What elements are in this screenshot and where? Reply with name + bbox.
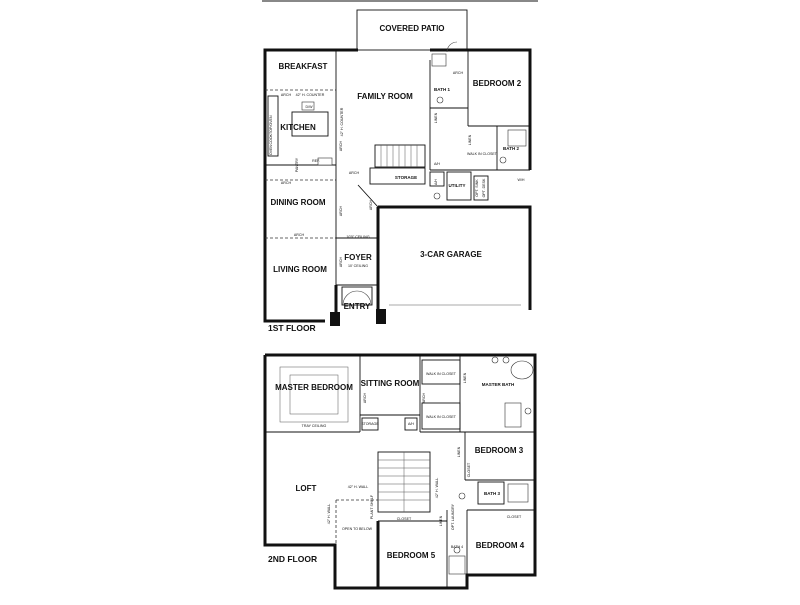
plant-shelf-label: PLANT SHELF	[370, 494, 374, 519]
tub-bath2	[507, 129, 527, 147]
walk-in-closet-label: WALK IN CLOSET	[426, 415, 457, 419]
w-h-label: W/H	[518, 178, 525, 182]
arch-label: ARCH	[349, 171, 360, 175]
second-floor-plan	[263, 353, 537, 590]
arch-label: ARCH	[339, 206, 343, 217]
first-floor-plan	[263, 9, 532, 326]
dining-room-label: DINING ROOM	[270, 198, 325, 207]
foyer-ceiling-label: 10' CEILING	[348, 264, 368, 268]
stairs-second-floor	[377, 451, 431, 513]
linen-label: LINEN	[434, 112, 438, 123]
linen-label: LINEN	[468, 134, 472, 145]
arch-label: ARCH	[281, 181, 292, 185]
dw-label: D/W	[306, 105, 314, 109]
storage-label: STORAGE	[361, 422, 379, 426]
closet-label: CLOSET	[397, 517, 412, 521]
linen-label: LINEN	[439, 515, 443, 526]
tray-ceiling-outer	[279, 366, 349, 423]
arch-label: ARCH	[369, 200, 373, 211]
closet-label: CLOSET	[507, 515, 522, 519]
sitting-room-label: SITTING ROOM	[361, 379, 420, 388]
storage-label: STORAGE	[395, 175, 417, 180]
cooktop-oven-label: COOKTOP/OVEN	[269, 115, 273, 144]
covered-patio-label: COVERED PATIO	[379, 24, 444, 33]
opt-desk-label: OPT. DESK	[482, 178, 486, 197]
wall-42-label: 42" H. WALL	[348, 485, 369, 489]
shower-bath1	[431, 53, 447, 67]
arch-label: ARCH	[339, 257, 343, 268]
arch-label: ARCH	[339, 141, 343, 152]
arch-label: ARCH	[281, 93, 292, 97]
kitchen-label: KITCHEN	[280, 123, 316, 132]
kitchen-counter	[267, 95, 279, 157]
arch-label: ARCH	[294, 233, 305, 237]
closet-label: CLOSET	[467, 462, 471, 477]
wall-east-upper	[450, 48, 532, 170]
arch-label: ARCH	[453, 71, 464, 75]
second-floor-labels: MASTER BEDROOM TRAY CEILING SITTING ROOM…	[268, 372, 525, 564]
first-floor-labels: COVERED PATIO BREAKFAST FAMILY ROOM BEDR…	[268, 24, 525, 333]
wall-garage	[378, 205, 532, 310]
living-room-label: LIVING ROOM	[273, 265, 327, 274]
utility-label: UTILITY	[449, 183, 466, 188]
ref-label: REF.	[312, 159, 320, 163]
wall-42-label: 42" H. WALL	[327, 504, 331, 525]
bath-1-label: BATH 1	[434, 87, 450, 92]
tray-ceiling-label: TRAY CEILING	[302, 424, 327, 428]
ah-label: A/H	[408, 422, 414, 426]
bath-2-label: BATH 2	[503, 146, 519, 151]
walk-in-closet-label: WALK IN CLOSET	[426, 372, 457, 376]
tray-ceiling-inner	[289, 374, 339, 415]
bedroom-5-label: BEDROOM 5	[387, 551, 436, 560]
bath-4-label: BATH 4	[451, 545, 463, 549]
walk-in-closet-label: WALK IN CLOSET	[467, 152, 498, 156]
master-bath-label: MASTER BATH	[482, 382, 514, 387]
a-h-label: A/H	[434, 179, 438, 185]
open-to-below-label: OPEN TO BELOW	[342, 527, 373, 531]
master-tub	[510, 360, 534, 380]
bath-3-label: BATH 3	[484, 491, 500, 496]
wall-west	[263, 48, 335, 323]
ceiling-height-label: 10'5" CEILING	[346, 235, 370, 239]
kitchen-island	[291, 111, 329, 137]
master-bedroom-label: MASTER BEDROOM	[275, 383, 353, 392]
arch-label: ARCH	[422, 393, 426, 404]
bedroom-3-label: BEDROOM 3	[475, 446, 524, 455]
covered-patio-outline	[356, 9, 468, 51]
entry-label: ENTRY	[344, 302, 371, 311]
bedroom-2-label: BEDROOM 2	[473, 79, 522, 88]
floor-label-first: 1ST FLOOR	[268, 323, 316, 333]
entry-doors	[341, 286, 373, 306]
wall-second-west	[263, 355, 378, 590]
opt-laundry-label: OPT. LAUNDRY	[451, 503, 455, 530]
bedroom-4-label: BEDROOM 4	[476, 541, 525, 550]
master-shower	[504, 402, 522, 428]
pantry-label: PANTRY	[295, 157, 299, 172]
loft-label: LOFT	[296, 484, 317, 493]
wall-second-top-east	[265, 353, 537, 550]
linen-label: LINEN	[463, 372, 467, 383]
stairs-first-floor	[374, 144, 426, 168]
arch-label: ARCH	[363, 393, 367, 404]
counter-42-label-a: 42" H. COUNTER	[296, 93, 325, 97]
foyer-label: FOYER	[344, 253, 372, 262]
oven-label: OVEN	[269, 145, 273, 156]
breakfast-label: BREAKFAST	[279, 62, 328, 71]
family-room-label: FAMILY ROOM	[357, 92, 413, 101]
garage-label: 3-CAR GARAGE	[420, 250, 482, 259]
opt-sink-label: OPT. SINK	[475, 179, 479, 197]
counter-42-label-b: 42" H. COUNTER	[340, 107, 344, 136]
wall-42-label: 42" H. WALL	[435, 478, 439, 499]
floor-label-second: 2ND FLOOR	[268, 554, 317, 564]
linen-label: LINEN	[457, 446, 461, 457]
garage-column	[376, 309, 386, 324]
a-h-label: A/H	[434, 162, 440, 166]
